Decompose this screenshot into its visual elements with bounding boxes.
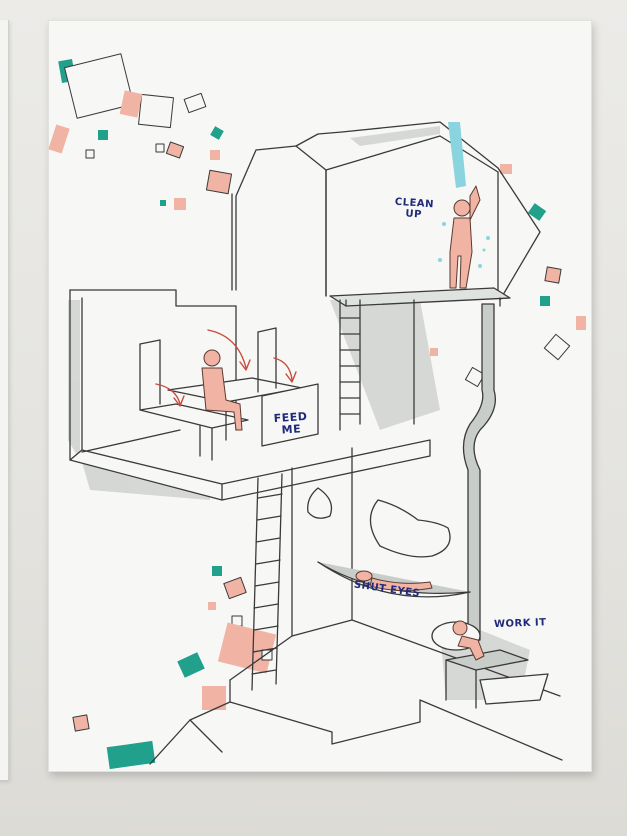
middle-ladder xyxy=(251,473,283,691)
hammock-figure xyxy=(355,570,433,592)
lower-room xyxy=(229,447,563,761)
upper-roof-structure xyxy=(231,121,541,301)
work-it-label: WORK IT xyxy=(493,617,547,631)
dining-floor xyxy=(69,289,431,501)
red-arrows xyxy=(155,329,297,407)
dining-furniture xyxy=(139,327,319,461)
ground-lines xyxy=(149,701,231,765)
sleeping-pods xyxy=(307,487,451,558)
adjacent-card-edge xyxy=(0,20,9,780)
confetti-squares xyxy=(48,53,586,770)
shower-figure xyxy=(449,185,481,289)
work-desk xyxy=(431,621,549,709)
dining-figure xyxy=(201,349,243,431)
work-figure xyxy=(452,620,485,661)
feed-me-label: FEED ME xyxy=(273,409,308,437)
shower-platform xyxy=(329,287,511,425)
clean-up-label: CLEAN UP xyxy=(394,196,435,221)
pipe-slide xyxy=(462,303,497,641)
upper-ladder xyxy=(339,299,361,431)
